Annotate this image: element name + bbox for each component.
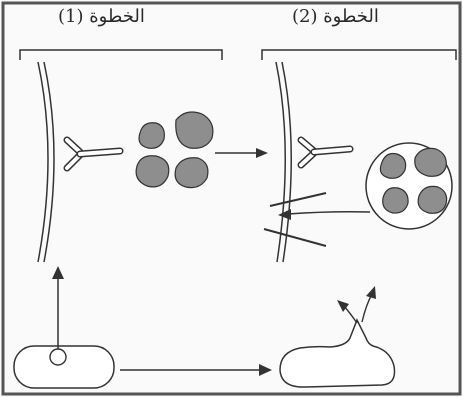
step-2-membrane-inner (281, 61, 292, 263)
step-1-label: الخطوة (1) (58, 6, 145, 27)
arrow-cell-to-step1 (52, 266, 64, 349)
particle (138, 122, 165, 149)
vesicle-particles (379, 147, 448, 214)
step-1-particles (135, 111, 214, 189)
release-arrows (337, 286, 376, 324)
step-1-bracket (19, 49, 223, 60)
particle (174, 157, 209, 189)
arrow-bottom-horizontal (120, 364, 272, 376)
membrane-gap-edge-upper (269, 192, 327, 207)
step-2-membrane-outer (275, 61, 286, 263)
step-1-receptor (63, 136, 124, 172)
particle (417, 185, 448, 214)
particle (135, 155, 170, 188)
step-2-bracket (261, 49, 457, 60)
bottom-cell (13, 345, 115, 389)
arrow-vesicle-to-membrane (278, 209, 371, 220)
arrow-step1-to-step2 (215, 148, 268, 158)
particle (414, 147, 447, 177)
step-2-receptor (297, 136, 354, 169)
membrane-gap-edge-lower (263, 228, 327, 247)
step-2-label: الخطوة (2) (292, 6, 379, 27)
particle (382, 187, 409, 214)
particle (379, 152, 407, 179)
step-1-membrane-inner (43, 61, 55, 263)
particle (175, 111, 214, 149)
step-1-membrane-outer (37, 61, 49, 263)
secreting-cell (279, 318, 396, 388)
